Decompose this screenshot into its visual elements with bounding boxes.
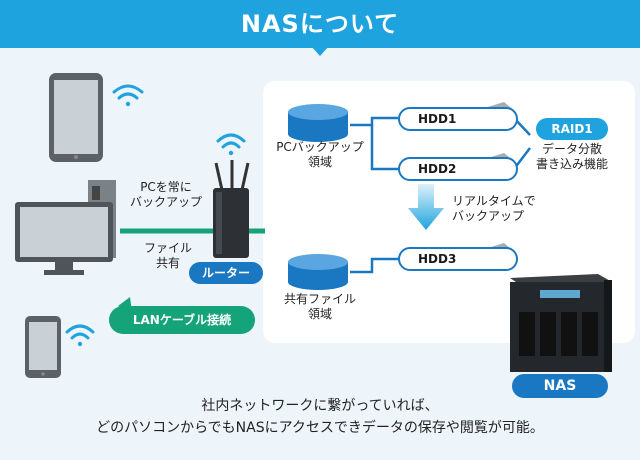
file-share-link-label: ファイル 共有: [144, 241, 193, 270]
page-title: NASについて: [240, 10, 400, 38]
hdd3-pill: HDD3: [398, 247, 518, 271]
smartphone-icon: [25, 316, 61, 378]
nas-device-icon: [510, 274, 612, 372]
header-bar: [0, 0, 640, 48]
tablet-icon: [49, 73, 103, 162]
pc-backup-area-label: PCバックアップ 領域: [276, 140, 364, 169]
pc-backup-connector-hdd2: [370, 125, 398, 171]
realtime-backup-arrow: [408, 184, 444, 230]
realtime-backup-label: リアルタイムで バックアップ: [452, 194, 536, 223]
footer-caption: 社内ネットワークに繋がっていれば、 どのパソコンからでもNASにアクセスできデー…: [0, 395, 640, 439]
wifi-icon-phone: [65, 324, 95, 347]
shared-database-icon: [288, 254, 348, 290]
nas-badge: NAS: [512, 374, 608, 398]
raid1-badge: RAID1: [536, 118, 608, 140]
pc-backup-link-label: PCを常に バックアップ: [129, 180, 202, 209]
desktop-pc-icon: [15, 180, 116, 275]
wifi-icon-tablet: [112, 84, 144, 107]
hdd2-label: HDD2: [418, 162, 457, 176]
router-icon: [213, 160, 250, 258]
shared-connector: [350, 257, 398, 274]
shared-area-label: 共有ファイル 領域: [283, 292, 356, 321]
lan-cable-badge[interactable]: LANケーブル接続: [109, 306, 255, 334]
raid-description: データ分散 書き込み機能: [535, 142, 608, 171]
pc-backup-database-icon: [288, 104, 348, 142]
hdd2-pill: HDD2: [398, 157, 518, 181]
wifi-icon-router: [216, 133, 246, 156]
hdd1-pill: HDD1: [398, 107, 518, 131]
pc-backup-connector: [350, 116, 398, 127]
footer-line-1: 社内ネットワークに繋がっていれば、: [201, 398, 439, 414]
hdd1-label: HDD1: [418, 112, 457, 126]
header-pointer: [311, 46, 329, 56]
hdd3-label: HDD3: [418, 252, 457, 266]
router-badge: ルーター: [189, 262, 263, 284]
footer-line-2: どのパソコンからでもNASにアクセスできデータの保存や閲覧が可能。: [96, 420, 544, 436]
